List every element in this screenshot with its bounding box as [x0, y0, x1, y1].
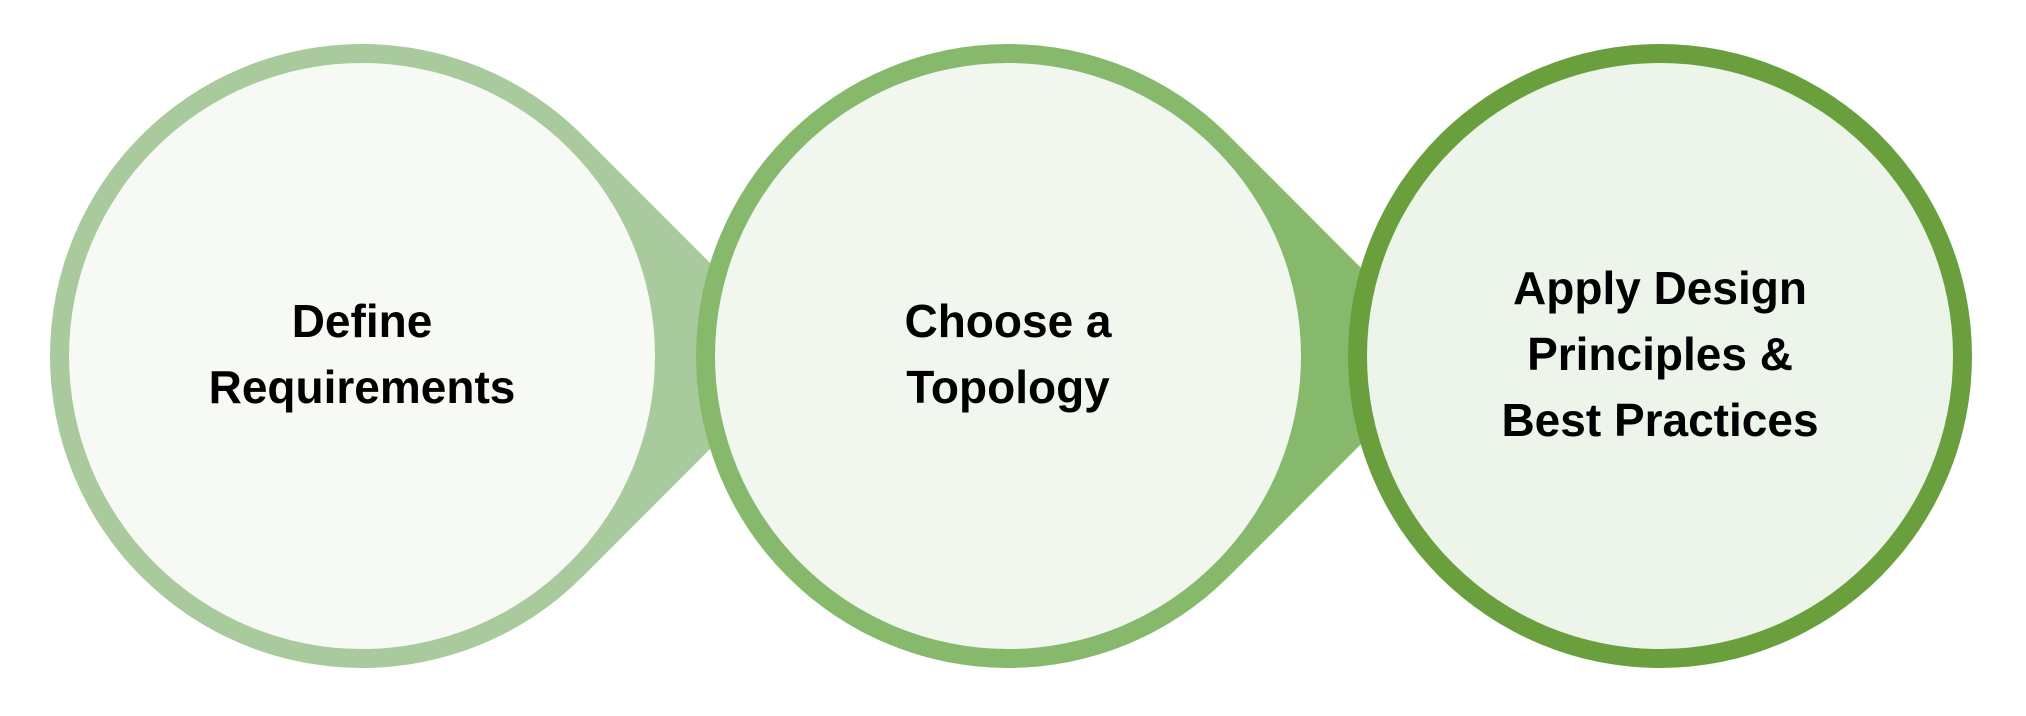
step-label-line: Requirements — [208, 361, 516, 413]
step-label-line: Topology — [906, 361, 1110, 413]
step-label-line: Choose a — [904, 295, 1112, 347]
step-label-line: Apply Design — [1513, 262, 1807, 314]
step-inner-circle — [715, 63, 1301, 649]
step-1-shape — [50, 44, 803, 668]
step-2-label: Choose a Topology — [758, 288, 1258, 420]
step-2-shape — [696, 44, 1449, 668]
step-inner-circle — [69, 63, 655, 649]
step-label-line: Principles & — [1527, 328, 1793, 380]
step-3-shape — [1348, 44, 1972, 668]
step-label-line: Best Practices — [1501, 394, 1819, 446]
step-label-line: Define — [291, 295, 433, 347]
step-inner-circle — [1367, 63, 1953, 649]
